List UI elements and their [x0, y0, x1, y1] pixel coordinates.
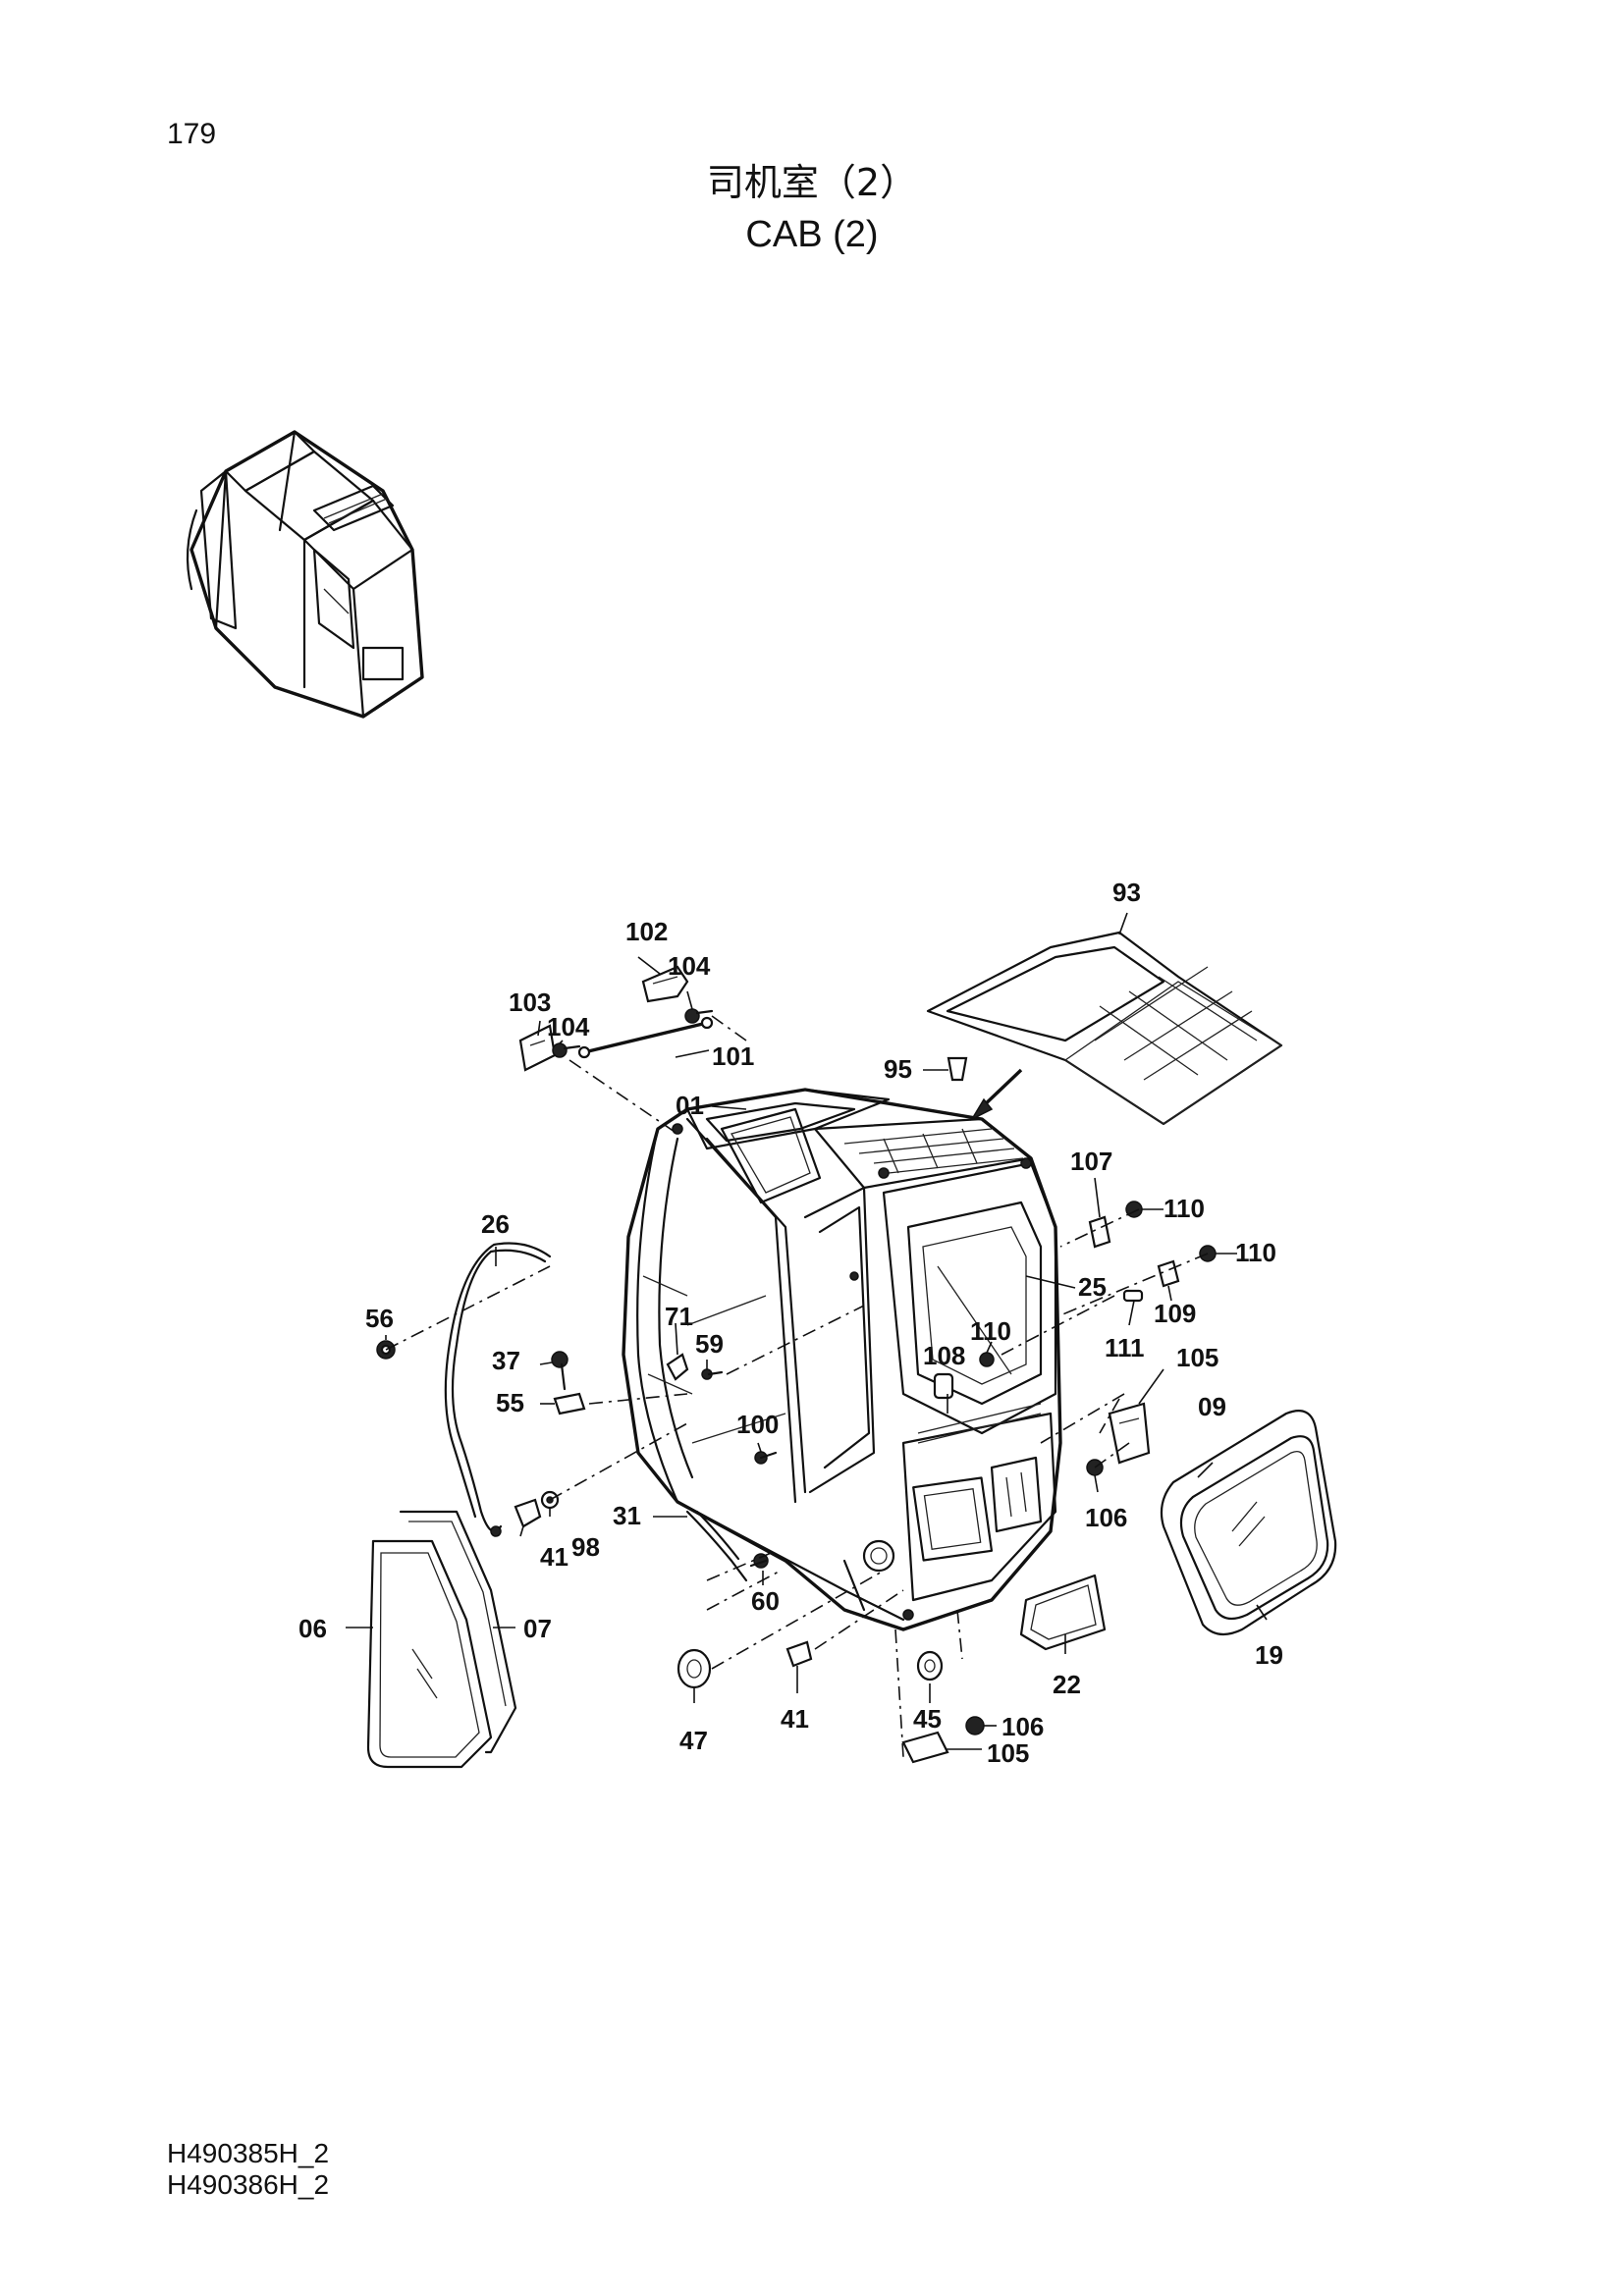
bracket-105-lower	[901, 1731, 949, 1764]
callout-98: 98	[571, 1532, 600, 1562]
latch-108	[933, 1372, 954, 1400]
callout-47: 47	[679, 1726, 708, 1755]
page-number: 179	[167, 118, 217, 150]
callout-105-lower: 105	[987, 1738, 1029, 1768]
bracket-107	[1088, 1215, 1111, 1249]
grommet-95	[947, 1056, 968, 1082]
bracket-103	[518, 1024, 557, 1072]
bolt-59	[701, 1368, 724, 1380]
callout-09: 09	[1198, 1392, 1226, 1421]
window-seal-07	[399, 1510, 517, 1754]
callout-56: 56	[365, 1304, 394, 1333]
pin-111	[1122, 1289, 1144, 1303]
callout-101: 101	[712, 1041, 754, 1071]
callout-31: 31	[613, 1501, 641, 1530]
bolt-37	[551, 1351, 568, 1391]
callout-19: 19	[1255, 1640, 1283, 1670]
window-seal-09	[1160, 1410, 1337, 1636]
callout-106-lower: 106	[1001, 1712, 1044, 1741]
callout-01: 01	[676, 1091, 704, 1120]
callout-111: 111	[1105, 1333, 1145, 1362]
callout-110-b: 110	[1235, 1238, 1276, 1267]
callout-100: 100	[736, 1410, 779, 1439]
callout-60: 60	[751, 1586, 780, 1616]
harness-26	[444, 1242, 552, 1537]
overview-cab-thumbnail	[186, 430, 424, 719]
window-seal-22	[1019, 1574, 1107, 1651]
callout-110-c: 110	[970, 1316, 1011, 1346]
callout-106-upper: 106	[1085, 1503, 1127, 1532]
callout-25: 25	[1078, 1272, 1107, 1302]
document-code-1: H490385H_2	[167, 2138, 330, 2168]
callout-41-lower: 41	[781, 1704, 809, 1734]
callout-104-lower: 104	[547, 1012, 590, 1041]
callout-41-left: 41	[540, 1542, 568, 1572]
cab-frame-01	[622, 1088, 1062, 1631]
plate-55	[553, 1392, 586, 1415]
callout-labels: 93 102 104 103 104 101 95 01 107 110 110…	[298, 878, 1283, 1768]
callout-59: 59	[695, 1329, 724, 1359]
bolt-110-c	[979, 1352, 995, 1367]
bolt-60	[749, 1553, 769, 1569]
callout-93: 93	[1112, 878, 1141, 907]
callout-45: 45	[913, 1704, 942, 1734]
hook-71	[666, 1353, 689, 1381]
callout-105-upper: 105	[1176, 1343, 1218, 1372]
callout-107: 107	[1070, 1147, 1112, 1176]
alignment-centerlines	[385, 1015, 1209, 1758]
callout-103: 103	[509, 988, 551, 1017]
callout-07: 07	[523, 1614, 552, 1643]
callout-22: 22	[1053, 1670, 1081, 1699]
roof-arrow	[970, 1068, 1023, 1121]
window-glass-06	[366, 1539, 493, 1769]
callout-06: 06	[298, 1614, 327, 1643]
title-chinese: 司机室（2）	[706, 161, 918, 204]
window-glass-19	[1179, 1435, 1329, 1621]
leader-lines	[346, 956, 1268, 1750]
bolt-100	[754, 1451, 778, 1465]
callout-109: 109	[1154, 1299, 1196, 1328]
roof-panel-93	[926, 912, 1283, 1126]
page-title: 司机室（2） CAB (2)	[0, 157, 1624, 261]
callout-55: 55	[496, 1388, 524, 1417]
bracket-105-upper	[1108, 1402, 1151, 1465]
grommet-45	[916, 1650, 944, 1682]
callout-102: 102	[625, 917, 668, 946]
bolt-106-lower	[965, 1716, 985, 1735]
callout-71: 71	[665, 1302, 693, 1331]
rod-31	[685, 1510, 748, 1582]
lamp-41-left	[514, 1498, 542, 1528]
bolt-104-lower	[552, 1042, 581, 1058]
cap-47	[677, 1648, 712, 1689]
callout-37: 37	[492, 1346, 520, 1375]
rod-101	[577, 1016, 714, 1059]
title-english: CAB (2)	[745, 214, 879, 255]
callout-108: 108	[923, 1341, 965, 1370]
document-code-2: H490386H_2	[167, 2169, 330, 2200]
callout-104-upper: 104	[668, 951, 711, 981]
callout-26: 26	[481, 1209, 510, 1239]
callout-95: 95	[884, 1054, 912, 1084]
lamp-41-lower	[785, 1640, 813, 1668]
bracket-102	[641, 965, 689, 1003]
document-codes: H490385H_2 H490386H_2	[167, 2138, 329, 2201]
callout-110-a: 110	[1164, 1194, 1205, 1223]
